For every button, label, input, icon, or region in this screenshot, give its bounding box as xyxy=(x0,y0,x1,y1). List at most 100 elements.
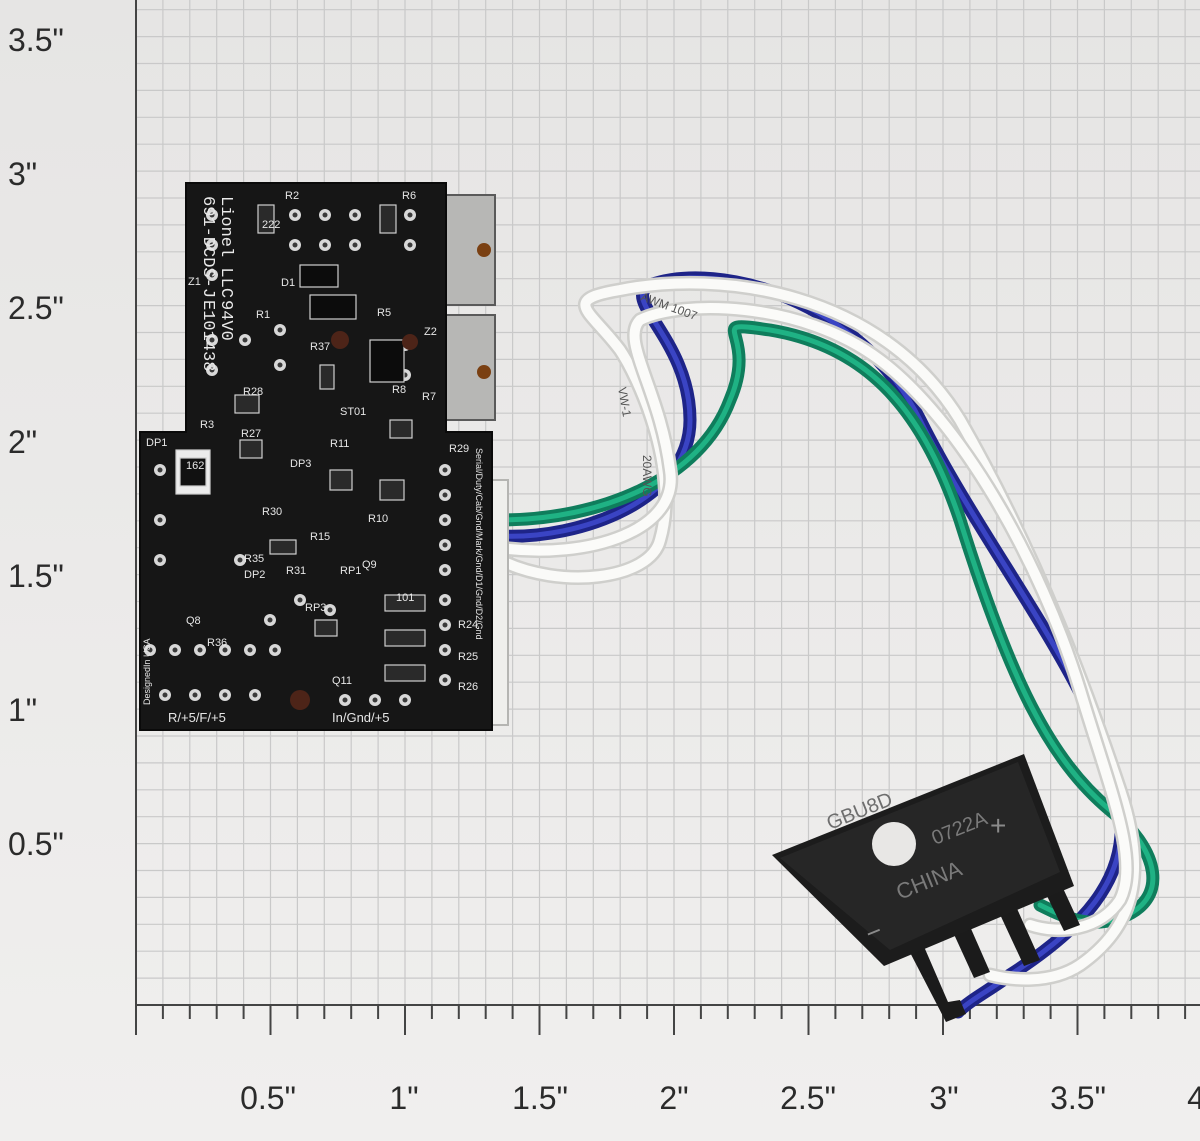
pad-hole xyxy=(157,557,163,563)
y-label-3: 3" xyxy=(8,156,38,192)
pad-hole xyxy=(222,647,228,653)
pad-hole xyxy=(442,492,448,498)
x-label-3: 3" xyxy=(929,1080,959,1116)
pad-hole xyxy=(157,467,163,473)
pad-hole xyxy=(209,212,215,218)
silk-component-label: RP1 xyxy=(340,565,361,577)
smd-part xyxy=(379,204,397,234)
silk-component-label: R3 xyxy=(200,419,214,431)
silk-title-2: 691-DCDS-J xyxy=(198,196,217,298)
pad-hole xyxy=(272,647,278,653)
wire-green-highlight xyxy=(497,324,1156,925)
pad-hole xyxy=(237,557,243,563)
capacitor xyxy=(331,331,349,349)
silk-component-label: ST01 xyxy=(340,406,366,418)
pad-hole xyxy=(372,697,378,703)
x-axis-ticks xyxy=(135,1005,1187,1035)
silk-component-label: Z1 xyxy=(188,276,201,288)
silk-component-label: R29 xyxy=(449,443,469,455)
solder-pads xyxy=(144,209,451,706)
silk-title-3: 94V0 xyxy=(216,300,235,341)
pad-hole xyxy=(222,692,228,698)
smd-part xyxy=(384,629,426,647)
connector-pinout: Serial/Duty/Cab/Gnd/Mark/Gnd/D1/Gnd/D2/G… xyxy=(474,448,484,640)
silk-component-label: R15 xyxy=(310,531,330,543)
pad-hole xyxy=(407,242,413,248)
pad-hole xyxy=(292,212,298,218)
silk-component-label: 222 xyxy=(262,219,280,231)
wire-white-2-core xyxy=(495,303,1132,935)
connector-label-left: R/+5/F/+5 xyxy=(168,710,226,725)
silk-component-label: Q9 xyxy=(362,559,377,571)
pad-hole xyxy=(209,272,215,278)
pad-hole xyxy=(342,697,348,703)
pad-hole xyxy=(277,327,283,333)
pad-hole xyxy=(209,337,215,343)
capacitor xyxy=(290,690,310,710)
x-label-3-5: 3.5" xyxy=(1050,1080,1106,1116)
silk-component-label: RP3 xyxy=(305,602,326,614)
y-label-2: 2" xyxy=(8,424,38,460)
y-label-0-5: 0.5" xyxy=(8,826,64,862)
pad-hole xyxy=(442,517,448,523)
smd-part xyxy=(299,264,339,288)
smd-part xyxy=(269,539,297,555)
silk-component-label: 162 xyxy=(186,460,204,472)
wire-print-vw1: VW-1 xyxy=(615,386,634,418)
silk-component-label: R37 xyxy=(310,341,330,353)
silk-component-label: R26 xyxy=(458,681,478,693)
silk-component-label: R1 xyxy=(256,309,270,321)
x-label-1: 1" xyxy=(389,1080,419,1116)
bridge-rectifier: GBU8D 0722A CHINA + − xyxy=(772,754,1074,966)
regulator-tabs xyxy=(444,194,496,421)
pad-hole xyxy=(442,467,448,473)
pad-hole xyxy=(442,542,448,548)
side-label: DesignedIn USA xyxy=(142,638,152,705)
silk-component-label: R24 xyxy=(458,619,478,631)
smd-part xyxy=(379,479,405,501)
silk-component-label: R30 xyxy=(262,506,282,518)
smd-part xyxy=(234,394,260,414)
silk-component-label: R25 xyxy=(458,651,478,663)
silk-component-label: Z2 xyxy=(424,326,437,338)
rectifier-plus: + xyxy=(990,810,1006,841)
pad-hole xyxy=(442,647,448,653)
silk-title-4: E101438 xyxy=(198,300,217,371)
silk-component-label: D1 xyxy=(281,277,295,289)
smd-part xyxy=(239,439,263,459)
pad-hole xyxy=(192,692,198,698)
pad-hole xyxy=(402,697,408,703)
pad-hole xyxy=(197,647,203,653)
smd-components xyxy=(175,204,426,710)
silk-component-label: Q11 xyxy=(332,675,352,687)
pad-hole xyxy=(442,622,448,628)
y-label-3-5: 3.5" xyxy=(8,22,64,58)
smd-part xyxy=(309,294,357,320)
silk-component-label: Q8 xyxy=(186,615,201,627)
x-label-0-5: 0.5" xyxy=(240,1080,296,1116)
silk-component-label: DP3 xyxy=(290,458,311,470)
pad-hole xyxy=(322,212,328,218)
pad-hole xyxy=(162,692,168,698)
pad-hole xyxy=(292,242,298,248)
pad-hole xyxy=(407,212,413,218)
silk-component-label: DP2 xyxy=(244,569,265,581)
pad-hole xyxy=(172,647,178,653)
pad-hole xyxy=(297,597,303,603)
pad-hole xyxy=(442,597,448,603)
silk-component-label: R36 xyxy=(207,637,227,649)
silk-component-label: 101 xyxy=(396,592,414,604)
wire-print-awg: 20AWG xyxy=(640,455,654,497)
silk-component-label: R8 xyxy=(392,384,406,396)
wire-bundle xyxy=(492,271,1160,1019)
smd-part xyxy=(329,469,353,491)
silk-component-label: R11 xyxy=(330,438,349,450)
silk-component-label: DP1 xyxy=(146,437,167,449)
y-label-1: 1" xyxy=(8,692,38,728)
smd-part xyxy=(384,594,426,612)
y-label-1-5: 1.5" xyxy=(8,558,64,594)
capacitor xyxy=(402,334,418,350)
pad-hole xyxy=(442,677,448,683)
